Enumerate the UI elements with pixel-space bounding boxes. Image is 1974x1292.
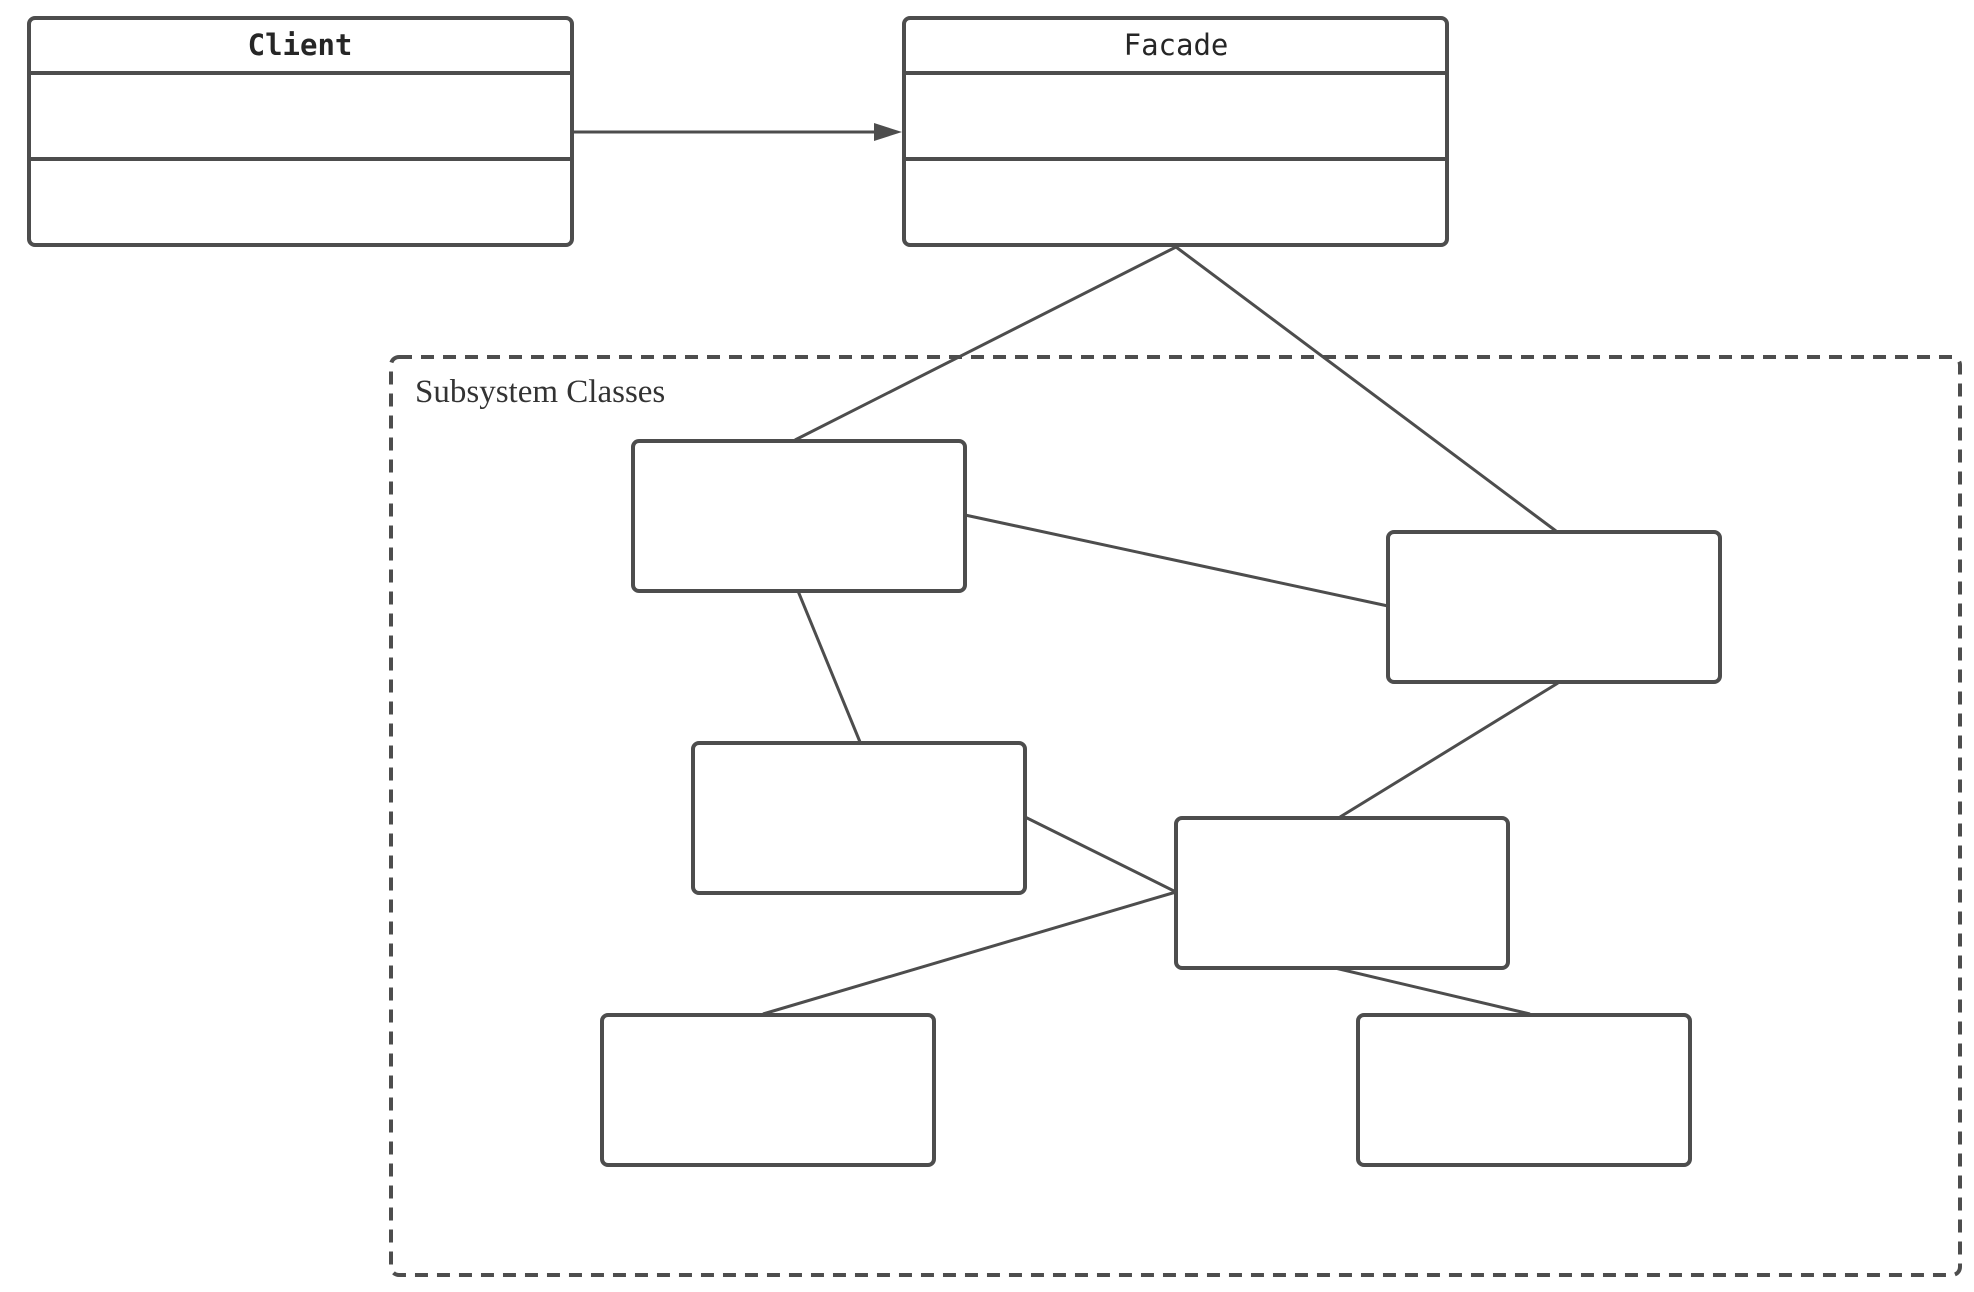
- subsystem-class-e[interactable]: [600, 1013, 936, 1167]
- client-class[interactable]: Client: [27, 16, 574, 247]
- subsystem-c-to-d: [1024, 815, 1177, 894]
- facade-to-subsystem-b: [1175, 245, 1557, 533]
- subsystem-d-to-f: [1334, 966, 1531, 1016]
- subsystem-class-f[interactable]: [1356, 1013, 1692, 1167]
- subsystem-class-d[interactable]: [1174, 816, 1510, 970]
- facade-class[interactable]: Facade: [902, 16, 1449, 247]
- connectors: [762, 245, 1559, 1016]
- subsystem-a-to-c: [796, 590, 862, 743]
- client-to-facade-arrow: [572, 123, 902, 141]
- subsystem-class-c[interactable]: [691, 741, 1027, 895]
- facade-class-name: Facade: [1124, 28, 1229, 62]
- subsystem-b-to-d: [1339, 681, 1559, 819]
- client-class-name: Client: [248, 28, 353, 62]
- subsystem-class-b[interactable]: [1386, 530, 1722, 684]
- subsystem-a-to-b: [964, 513, 1389, 608]
- arrow-head: [874, 123, 902, 141]
- subsystem-d-to-e: [762, 890, 1177, 1016]
- subsystem-class-a[interactable]: [631, 439, 967, 593]
- subsystem-label: Subsystem Classes: [415, 374, 665, 410]
- facade-to-subsystem-a: [794, 245, 1177, 442]
- subsystem-frame: [389, 355, 1962, 1277]
